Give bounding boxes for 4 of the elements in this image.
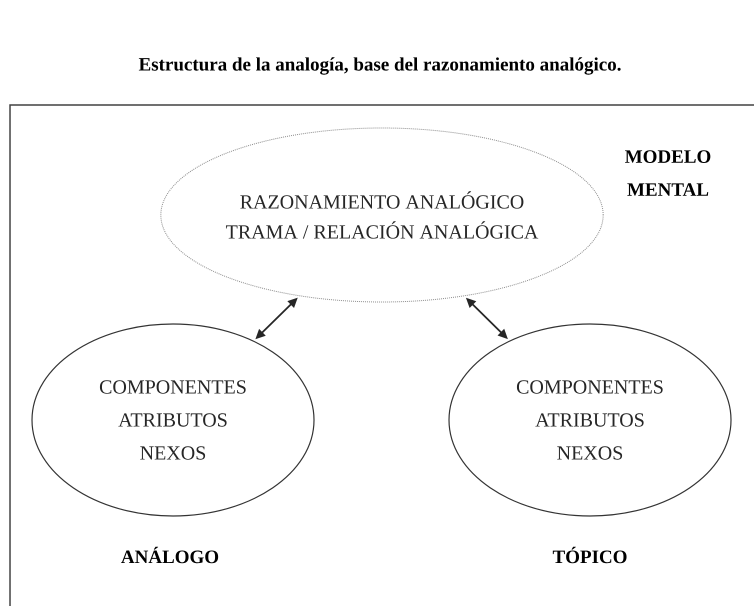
side-label: MODELO MENTAL bbox=[625, 150, 710, 196]
title: Estructura de la analogía, base del razonamiento analógico. bbox=[138, 57, 621, 75]
side-label: ANÁLOGO bbox=[121, 546, 218, 564]
side-label: TÓPICO bbox=[552, 546, 627, 564]
